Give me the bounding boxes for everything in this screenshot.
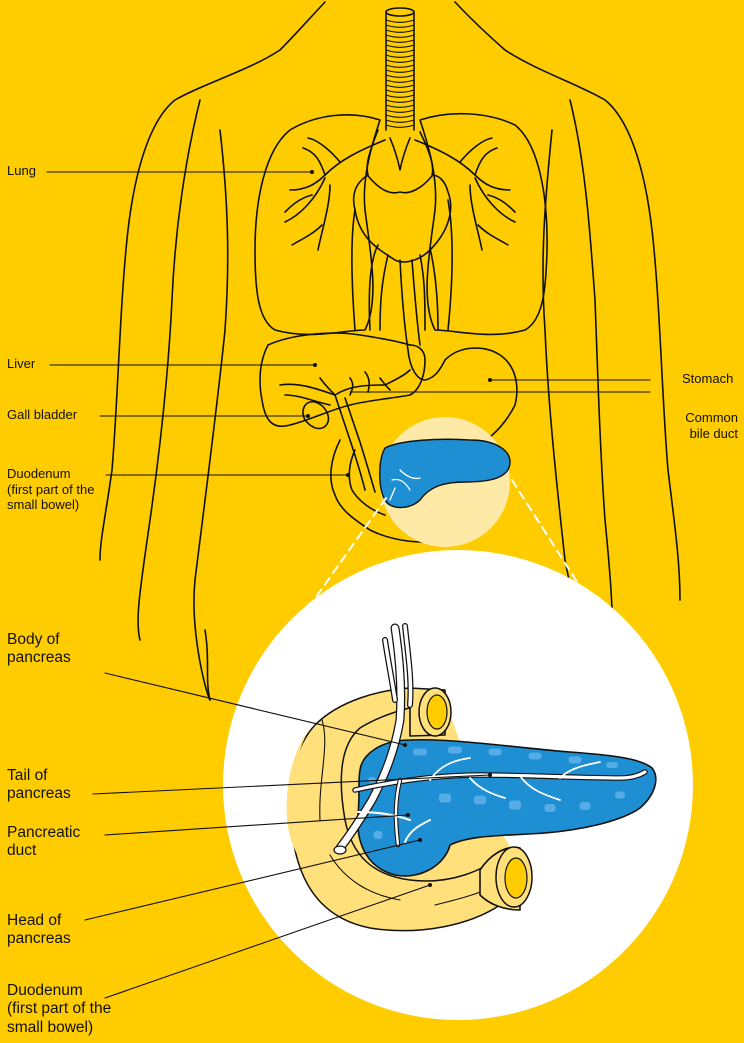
trachea-ring <box>386 75 414 77</box>
pancreas-lobule <box>529 753 542 760</box>
label-head-line1: Head of <box>7 912 71 930</box>
pancreas-lobule <box>509 801 521 810</box>
trachea-ring <box>386 65 414 67</box>
trachea-ring <box>386 80 414 82</box>
trachea-ring <box>386 20 414 22</box>
trachea-ring <box>386 105 414 107</box>
pancreas-lobule <box>545 804 556 812</box>
trachea-ring <box>386 95 414 97</box>
trachea-ring <box>386 45 414 47</box>
trachea-ring <box>386 55 414 57</box>
label-lung-text: Lung <box>7 163 36 178</box>
trachea-ring <box>386 50 414 52</box>
label-body-line1: Body of <box>7 631 71 649</box>
pancreas-lobule <box>448 747 462 754</box>
label-duodenum-detail: Duodenum (first part of the small bowel) <box>7 982 111 1037</box>
label-liver-text: Liver <box>7 356 35 371</box>
detail-magnifier <box>223 550 693 1020</box>
label-pancreatic-duct: Pancreatic duct <box>7 824 80 861</box>
label-gall-bladder-text: Gall bladder <box>7 407 77 422</box>
label-head-of-pancreas: Head of pancreas <box>7 912 71 949</box>
pancreas-lobule <box>615 792 625 799</box>
label-body-line2: pancreas <box>7 649 71 667</box>
pancreas-lobule <box>474 796 486 805</box>
trachea-ring <box>386 110 414 112</box>
liver <box>260 333 425 426</box>
trachea <box>386 8 414 130</box>
trachea-ring <box>386 90 414 92</box>
trachea-ring <box>386 40 414 42</box>
pancreas-highlight <box>380 417 510 547</box>
trachea-ring <box>386 100 414 102</box>
pancreas-lobule <box>439 794 451 803</box>
label-duodenum-upper-line3: small bowel) <box>7 497 94 513</box>
pancreas-lobule <box>374 831 383 839</box>
trachea-ring <box>386 60 414 62</box>
pancreas-lobule <box>606 762 618 768</box>
pancreas-lobule <box>580 802 591 810</box>
label-common-bile-duct-line1: Common <box>650 410 738 426</box>
label-body-of-pancreas: Body of pancreas <box>7 631 71 668</box>
label-head-line2: pancreas <box>7 930 71 948</box>
label-tail-line2: pancreas <box>7 785 71 803</box>
trachea-ring <box>386 30 414 32</box>
trachea-ring <box>386 125 414 127</box>
label-duodenum-upper: Duodenum (first part of the small bowel) <box>7 466 94 513</box>
trachea-ring <box>386 70 414 72</box>
label-duodenum-detail-line2: (first part of the <box>7 1000 111 1018</box>
label-common-bile-duct-line2: bile duct <box>650 426 738 442</box>
label-duodenum-upper-line2: (first part of the <box>7 482 94 498</box>
trachea-ring <box>386 120 414 122</box>
label-lung: Lung <box>7 163 36 179</box>
label-duodenum-upper-line1: Duodenum <box>7 466 94 482</box>
pancreas-lobule <box>489 749 502 756</box>
trachea-ring <box>386 25 414 27</box>
label-tail-line1: Tail of <box>7 767 71 785</box>
label-duct-line2: duct <box>7 842 80 860</box>
lungs <box>255 114 547 335</box>
trachea-ring <box>386 115 414 117</box>
label-duct-line1: Pancreatic <box>7 824 80 842</box>
label-liver: Liver <box>7 356 35 372</box>
pancreas-lobule <box>413 749 427 756</box>
label-duodenum-detail-line1: Duodenum <box>7 982 111 1000</box>
label-stomach: Stomach <box>682 371 733 387</box>
trachea-ring <box>386 85 414 87</box>
trachea-ring <box>386 35 414 37</box>
label-common-bile-duct: Common bile duct <box>650 410 738 441</box>
label-stomach-text: Stomach <box>682 371 733 386</box>
label-tail-of-pancreas: Tail of pancreas <box>7 767 71 804</box>
label-gall-bladder: Gall bladder <box>7 407 77 423</box>
pancreas-lobule <box>569 757 582 764</box>
label-duodenum-detail-line3: small bowel) <box>7 1019 111 1037</box>
